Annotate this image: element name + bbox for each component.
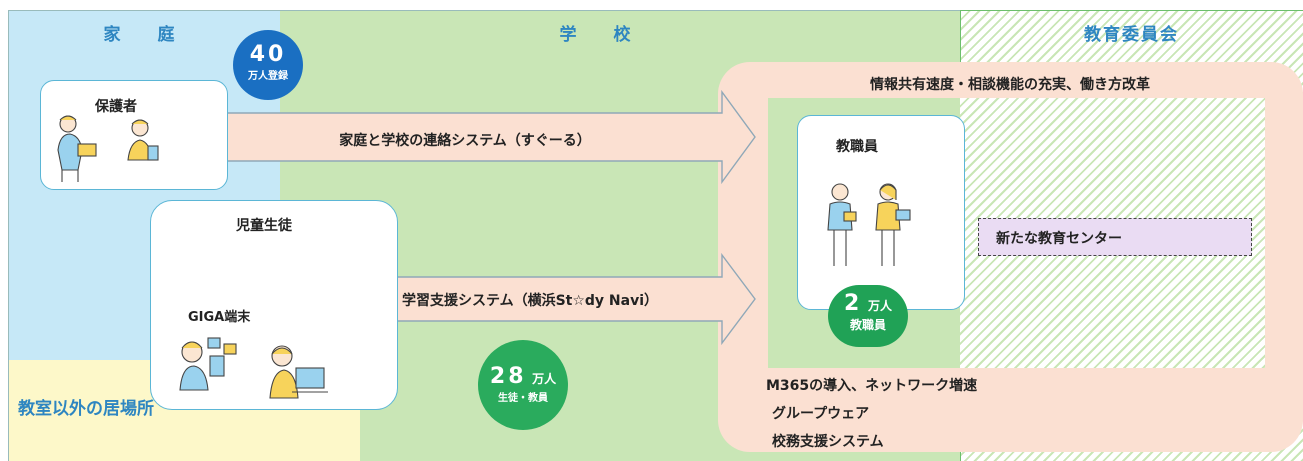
- teacher-woman-icon: [875, 183, 911, 266]
- school-title: 学 校: [559, 25, 641, 45]
- learning-system-label: 学習支援システム（横浜St☆dy Navi）: [401, 293, 659, 309]
- staff-count-badge: 2 万人 教職員: [828, 285, 908, 347]
- guardian-label: 保護者: [95, 99, 137, 115]
- other-place-title: 教室以外の居場所: [18, 396, 158, 422]
- student-count-unit: 万人: [532, 372, 557, 386]
- student-count-number: 28: [489, 364, 527, 389]
- teacher-man-icon: [827, 183, 857, 266]
- student-tablet-icon: [179, 337, 237, 391]
- home-school-system-label: 家庭と学校の連絡システム（すぐーる）: [339, 133, 591, 149]
- staff-count-unit: 万人: [867, 299, 892, 313]
- list-item-m365: M365の導入、ネットワーク増速: [766, 378, 978, 394]
- staff-region-title: 情報共有速度・相談機能の充実、働き方改革: [870, 77, 1150, 93]
- student-laptop-icon: [269, 345, 328, 399]
- list-item-groupware: グループウェア: [772, 406, 870, 422]
- other-place-label: 教室以外の居場所: [18, 399, 154, 419]
- list-item-school-affairs: 校務支援システム: [772, 434, 884, 450]
- student-label: 児童生徒: [236, 218, 292, 234]
- parent-laptop-icon: [57, 115, 159, 182]
- staff-count-number: 2: [844, 291, 863, 316]
- staff-label: 教職員: [836, 139, 878, 155]
- new-education-center-label: 新たな教育センター: [996, 231, 1122, 247]
- staff-count-sub: 教職員: [849, 318, 886, 332]
- guardian-count-number: 40: [249, 42, 287, 67]
- board-title: 教育委員会: [1084, 25, 1179, 45]
- guardian-count-unit: 万人登録: [248, 71, 288, 82]
- student-count-badge: 28 万人 生徒・教員: [478, 340, 568, 430]
- guardian-count-badge: 40 万人登録: [233, 30, 303, 100]
- giga-device-label: GIGA端末: [188, 310, 251, 325]
- student-count-sub: 生徒・教員: [498, 393, 548, 404]
- new-education-center-box: [978, 218, 1252, 256]
- home-title: 家 庭: [103, 25, 185, 45]
